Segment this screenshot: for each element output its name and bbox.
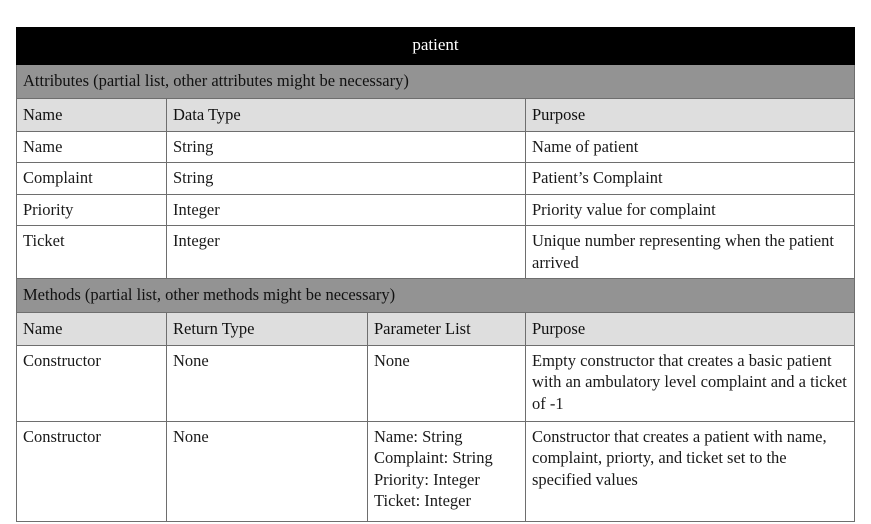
method-purpose: Constructor that creates a patient with …: [524, 421, 856, 523]
attribute-name: Ticket: [16, 225, 167, 280]
attribute-purpose: Unique number representing when the pati…: [524, 225, 856, 280]
attributes-section-header-row: Attributes (partial list, other attribut…: [15, 64, 856, 99]
table-row: Ticket Integer Unique number representin…: [16, 225, 856, 280]
methods-col-parameter-list: Parameter List: [367, 311, 526, 347]
attribute-data-type: Integer: [166, 193, 526, 227]
attribute-data-type: Integer: [166, 225, 526, 280]
methods-col-name: Name: [16, 311, 167, 347]
method-purpose: Empty constructor that creates a basic p…: [524, 345, 856, 423]
methods-section-header-row: Methods (partial list, other methods mig…: [15, 278, 856, 313]
attributes-section-label: Attributes (partial list, other attribut…: [15, 64, 856, 99]
method-name: Constructor: [16, 345, 167, 423]
attribute-purpose: Name of patient: [524, 130, 856, 164]
attribute-data-type: String: [166, 162, 526, 195]
methods-section-label: Methods (partial list, other methods mig…: [15, 278, 856, 313]
table-row: Priority Integer Priority value for comp…: [16, 193, 856, 227]
class-specification-table: patient Attributes (partial list, other …: [15, 26, 856, 523]
method-name: Constructor: [16, 421, 167, 523]
method-parameter-list: Name: String Complaint: String Priority:…: [367, 421, 526, 523]
attributes-col-name: Name: [16, 97, 167, 132]
attributes-col-data-type: Data Type: [166, 97, 526, 132]
table-row: Constructor None None Empty constructor …: [16, 345, 856, 423]
attributes-column-header-row: Name Data Type Purpose: [16, 97, 856, 132]
attribute-data-type: String: [166, 130, 526, 164]
methods-column-header-row: Name Return Type Parameter List Purpose: [16, 311, 856, 347]
attribute-name: Name: [16, 130, 167, 164]
method-return-type: None: [166, 345, 368, 423]
class-title-row: patient: [15, 26, 856, 66]
table-row: Name String Name of patient: [16, 130, 856, 164]
table-row: Complaint String Patient’s Complaint: [16, 162, 856, 195]
attribute-purpose: Priority value for complaint: [524, 193, 856, 227]
method-parameter-list: None: [367, 345, 526, 423]
method-return-type: None: [166, 421, 368, 523]
attribute-name: Priority: [16, 193, 167, 227]
methods-col-return-type: Return Type: [166, 311, 368, 347]
class-title: patient: [15, 26, 856, 66]
table-row: Constructor None Name: String Complaint:…: [16, 421, 856, 523]
attribute-name: Complaint: [16, 162, 167, 195]
attributes-col-purpose: Purpose: [524, 97, 856, 132]
methods-col-purpose: Purpose: [524, 311, 856, 347]
attribute-purpose: Patient’s Complaint: [524, 162, 856, 195]
